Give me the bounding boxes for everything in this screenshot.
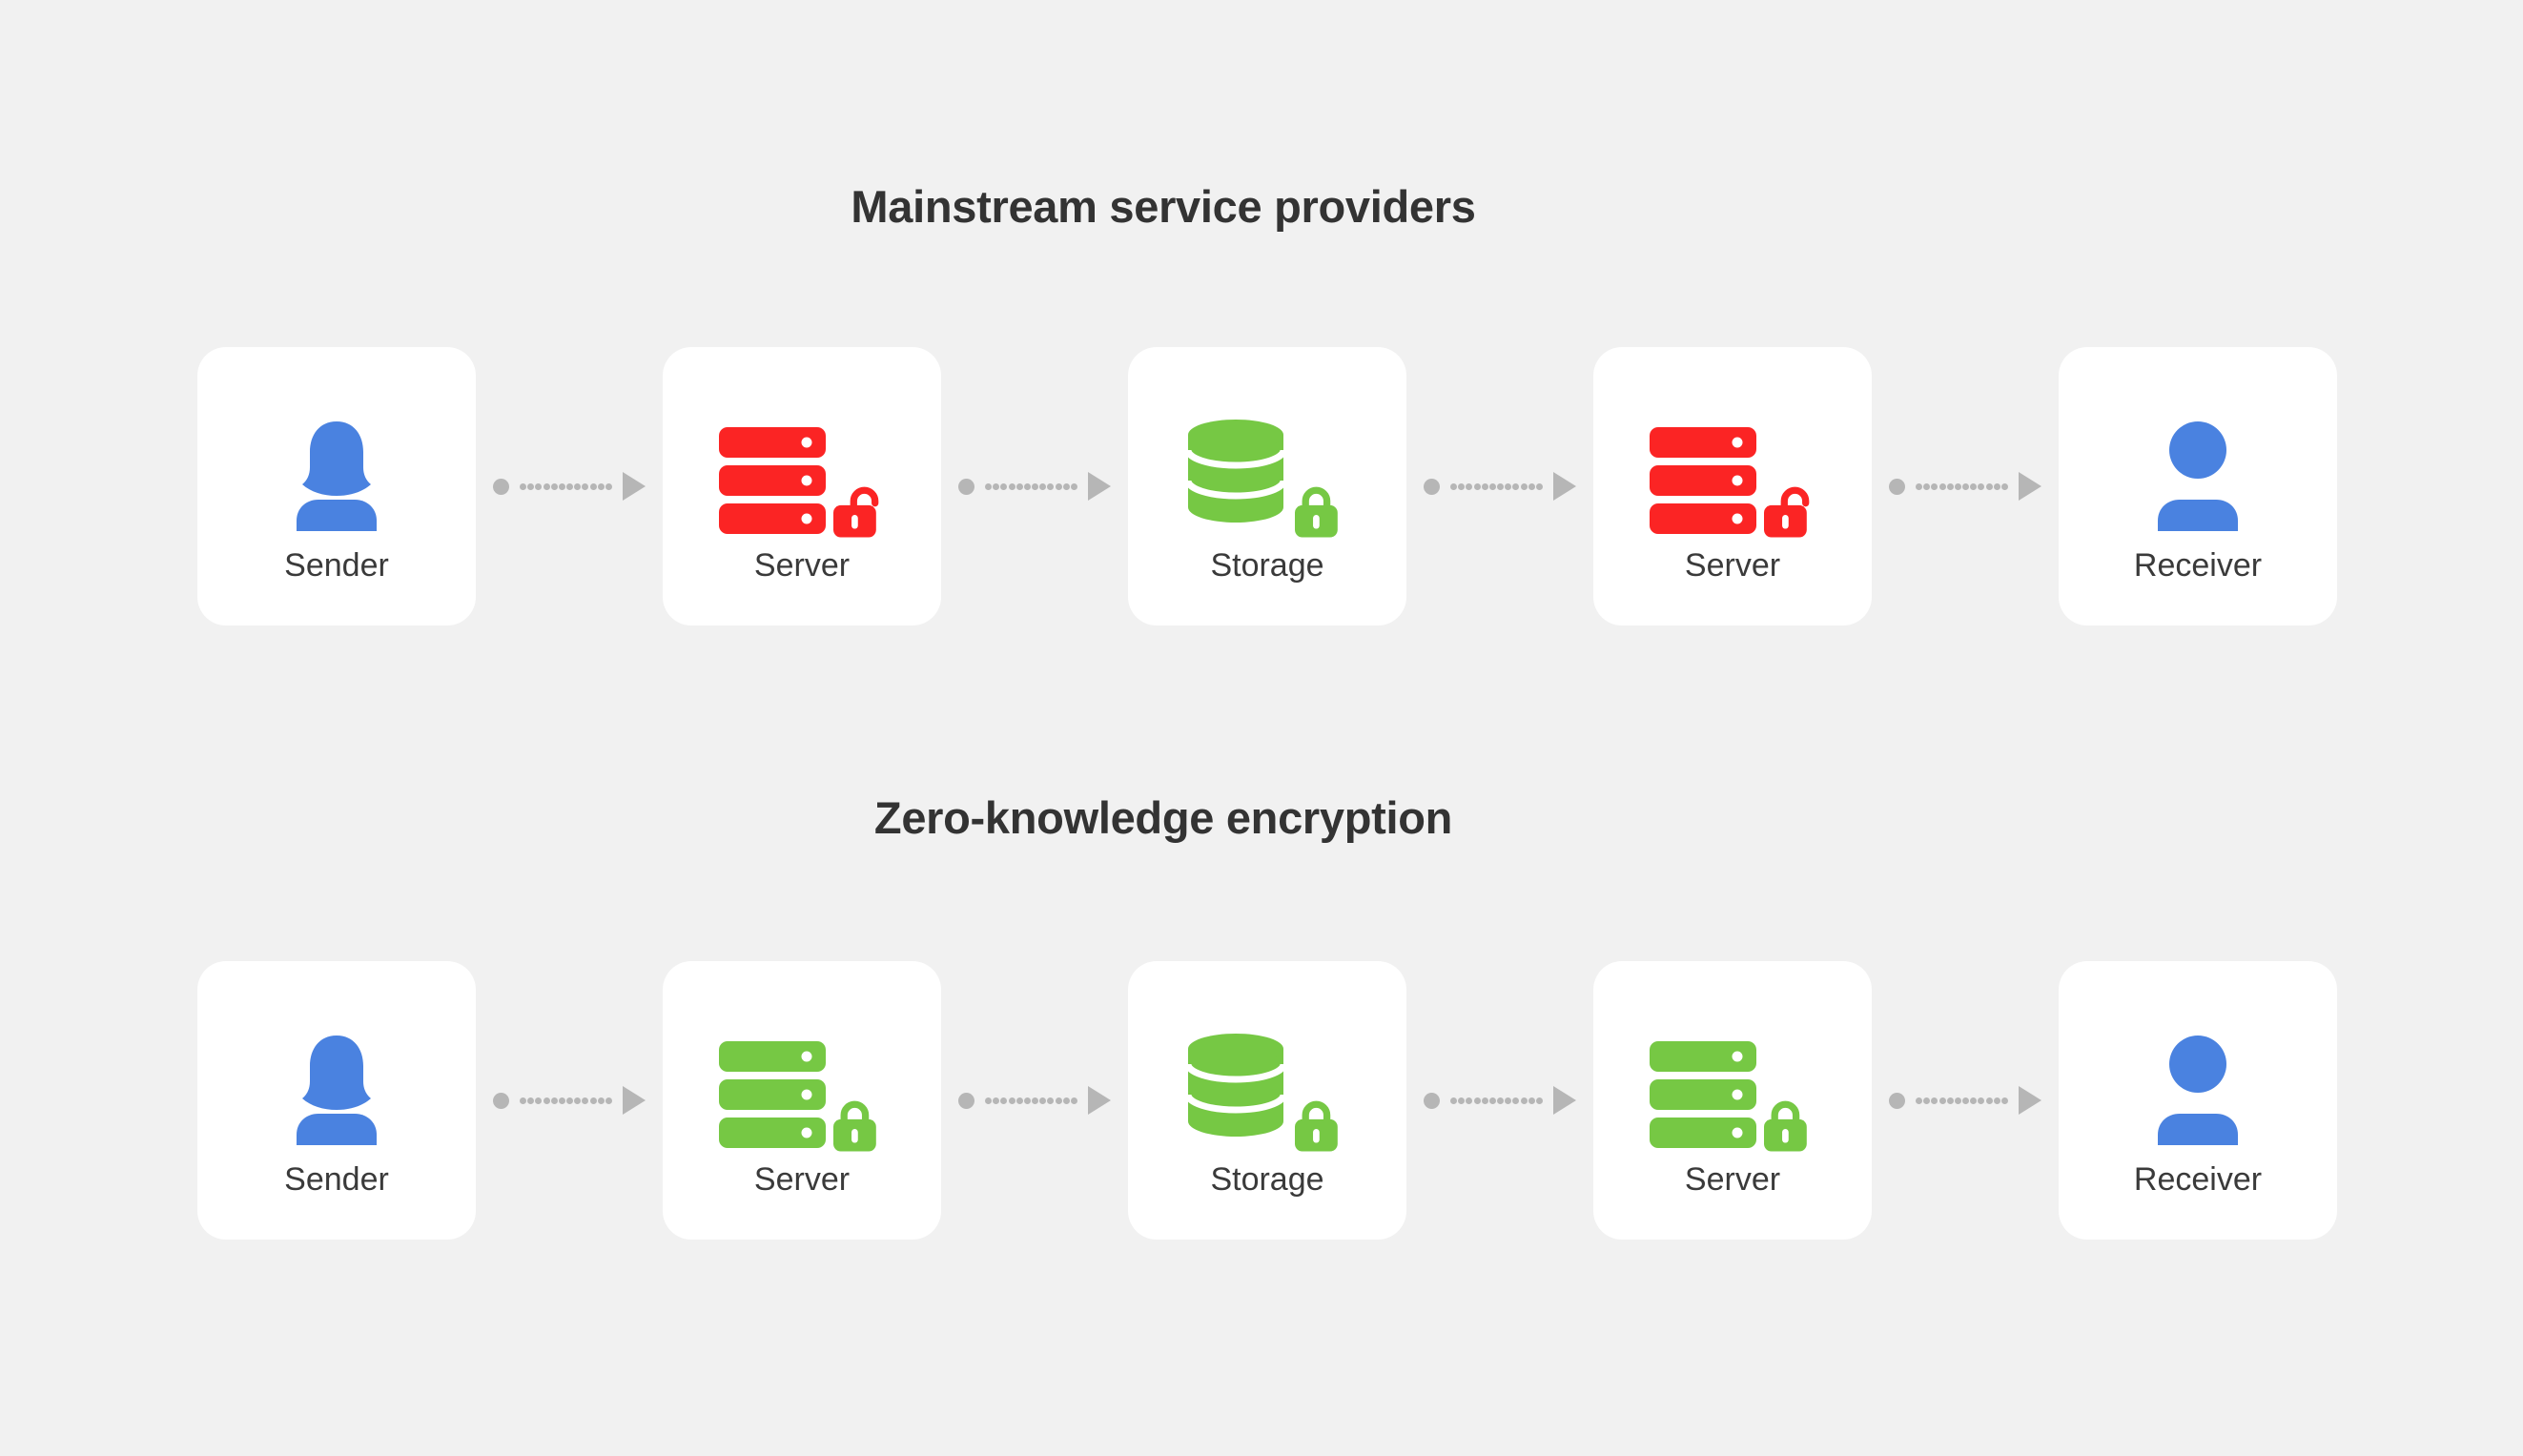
connector-dotted-line	[509, 1097, 623, 1104]
connector-arrowhead-icon	[1553, 1086, 1576, 1115]
node-label: Server	[1684, 1161, 1781, 1198]
person-receiver-icon	[2059, 400, 2337, 543]
node-card-server-2[interactable]: Server	[663, 961, 941, 1240]
connector-origin-dot	[493, 478, 509, 495]
connector-arrowhead-icon	[623, 1086, 646, 1115]
connector-origin-dot	[1889, 478, 1905, 495]
node-label: Receiver	[2133, 1161, 2263, 1198]
node-label: Storage	[1210, 1161, 1324, 1198]
connector-origin-dot	[493, 1092, 509, 1109]
connector-origin-dot	[1424, 478, 1440, 495]
flow-row-mainstream: Sender Server Storage Server Receiver	[0, 347, 2337, 625]
server-icon	[1593, 1015, 1872, 1158]
connector-dotted-line	[974, 482, 1088, 490]
node-card-sender-1[interactable]: Sender	[197, 347, 476, 625]
connector-arrowhead-icon	[1088, 1086, 1111, 1115]
connector-arrowhead-icon	[2019, 1086, 2041, 1115]
node-card-server-4[interactable]: Server	[1593, 961, 1872, 1240]
server-icon	[663, 400, 941, 543]
node-card-receiver-5[interactable]: Receiver	[2059, 347, 2337, 625]
node-card-storage-3[interactable]: Storage	[1128, 347, 1406, 625]
flow-connector	[1424, 472, 1576, 501]
node-card-storage-3[interactable]: Storage	[1128, 961, 1406, 1240]
node-label: Server	[753, 1161, 851, 1198]
flow-connector	[493, 472, 646, 501]
node-label: Server	[753, 547, 851, 584]
connector-dotted-line	[1440, 1097, 1553, 1104]
connector-arrowhead-icon	[1088, 472, 1111, 501]
flow-connector	[1889, 1086, 2041, 1115]
server-icon	[1593, 400, 1872, 543]
section-title-mainstream: Mainstream service providers	[851, 181, 1476, 232]
connector-dotted-line	[509, 482, 623, 490]
connector-origin-dot	[1424, 1092, 1440, 1109]
node-label: Sender	[284, 547, 389, 584]
connector-dotted-line	[1905, 1097, 2019, 1104]
flow-connector	[1889, 472, 2041, 501]
person-sender-icon	[197, 1015, 476, 1158]
connector-origin-dot	[958, 1092, 974, 1109]
person-receiver-icon	[2059, 1015, 2337, 1158]
connector-arrowhead-icon	[1553, 472, 1576, 501]
connector-origin-dot	[1889, 1092, 1905, 1109]
flow-connector	[958, 1086, 1111, 1115]
connector-dotted-line	[974, 1097, 1088, 1104]
node-label: Sender	[284, 1161, 389, 1198]
node-card-receiver-5[interactable]: Receiver	[2059, 961, 2337, 1240]
node-label: Server	[1684, 547, 1781, 584]
node-card-sender-1[interactable]: Sender	[197, 961, 476, 1240]
flow-connector	[958, 472, 1111, 501]
database-icon	[1128, 400, 1406, 543]
person-sender-icon	[197, 400, 476, 543]
flow-connector	[1424, 1086, 1576, 1115]
database-icon	[1128, 1015, 1406, 1158]
connector-dotted-line	[1905, 482, 2019, 490]
flow-row-zero-knowledge: Sender Server Storage Server Receiver	[0, 961, 2337, 1240]
connector-origin-dot	[958, 478, 974, 495]
flow-connector	[493, 1086, 646, 1115]
node-label: Storage	[1210, 547, 1324, 584]
connector-arrowhead-icon	[623, 472, 646, 501]
node-card-server-4[interactable]: Server	[1593, 347, 1872, 625]
server-icon	[663, 1015, 941, 1158]
connector-dotted-line	[1440, 482, 1553, 490]
node-label: Receiver	[2133, 547, 2263, 584]
connector-arrowhead-icon	[2019, 472, 2041, 501]
node-card-server-2[interactable]: Server	[663, 347, 941, 625]
section-title-zero-knowledge: Zero-knowledge encryption	[873, 792, 1453, 843]
